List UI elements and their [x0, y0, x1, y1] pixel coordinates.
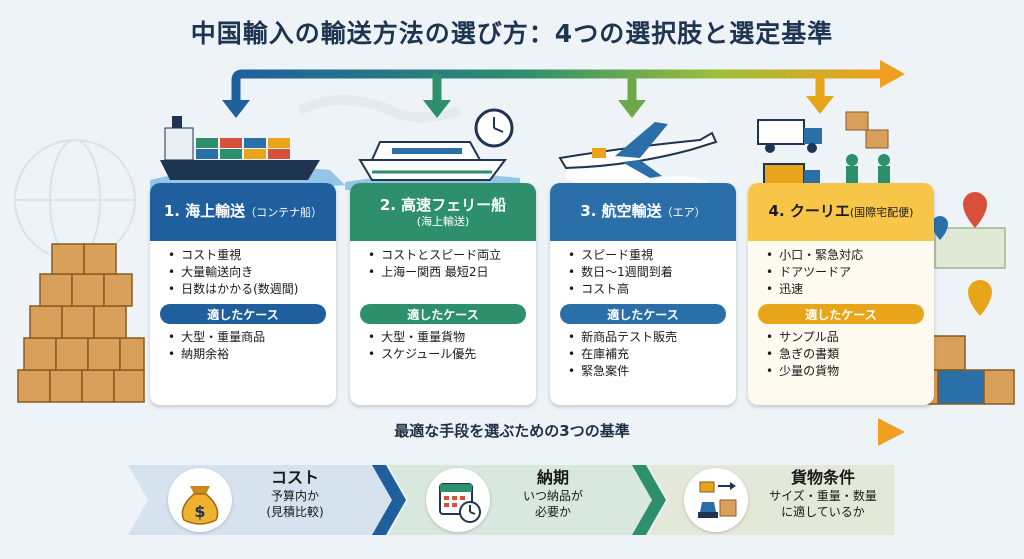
- list-item: 新商品テスト販売: [568, 329, 728, 346]
- criterion-line: 必要か: [534, 505, 571, 519]
- list-item: 在庫補充: [568, 346, 728, 363]
- list-item: 急ぎの書類: [766, 346, 926, 363]
- clock-icon: [474, 108, 514, 148]
- feature-list: 小口・緊急対応 ドアツードア 迅速: [748, 247, 934, 298]
- card-title: 3. 航空輸送（エア）: [580, 202, 706, 220]
- cardboard-boxes-left: [17, 243, 145, 403]
- list-item: 日数はかかる(数週間): [168, 281, 328, 298]
- scale-box-icon: [684, 468, 748, 532]
- list-item: 納期余裕: [168, 346, 328, 363]
- list-item: 大型・重量貨物: [368, 329, 528, 346]
- list-item: スピード重視: [568, 247, 728, 264]
- case-list: サンプル品 急ぎの書類 少量の貨物: [748, 329, 934, 380]
- criterion-line: いつ納品が: [522, 489, 583, 503]
- criterion-line: サイズ・重量・数量: [769, 489, 877, 503]
- feature-list: スピード重視 数日〜1週間到着 コスト高: [550, 247, 736, 298]
- list-item: 数日〜1週間到着: [568, 264, 728, 281]
- list-item: コストとスピード両立: [368, 247, 528, 264]
- list-item: ドアツードア: [766, 264, 926, 281]
- method-card-sea: 1. 海上輸送（コンテナ船） コスト重視 大量輸送向き 日数はかかる(数週間) …: [150, 183, 336, 405]
- card-title: 2. 高速フェリー船: [379, 195, 507, 214]
- method-card-ferry: 2. 高速フェリー船 (海上輸送) コストとスピード両立 上海ー関西 最短2日 …: [350, 183, 536, 405]
- suitable-cases-label: 適したケース: [360, 304, 526, 324]
- card-title: 1. 海上輸送（コンテナ船）: [163, 202, 323, 220]
- criterion-text: 貨物条件 サイズ・重量・数量 に適しているか: [756, 468, 890, 520]
- top-flow-arrow: [231, 69, 880, 92]
- criterion-text: 納期 いつ納品が 必要か: [498, 468, 608, 520]
- card-header: 1. 海上輸送（コンテナ船）: [150, 183, 336, 241]
- card-title: 4. クーリエ(国際宅配便): [768, 202, 914, 220]
- suitable-cases-label: 適したケース: [758, 304, 924, 324]
- case-list: 新商品テスト販売 在庫補充 緊急案件: [550, 329, 736, 380]
- feature-list: コスト重視 大量輸送向き 日数はかかる(数週間): [150, 247, 336, 298]
- suitable-cases-label: 適したケース: [160, 304, 326, 324]
- criterion-title: 貨物条件: [790, 468, 855, 487]
- method-card-courier: 4. クーリエ(国際宅配便) 小口・緊急対応 ドアツードア 迅速 適したケース …: [748, 183, 934, 405]
- calendar-clock-icon: [426, 468, 490, 532]
- card-header: 4. クーリエ(国際宅配便): [748, 183, 934, 241]
- list-item: スケジュール優先: [368, 346, 528, 363]
- criterion-text: コスト 予算内か (見積比較): [240, 468, 350, 520]
- card-header: 3. 航空輸送（エア）: [550, 183, 736, 241]
- case-list: 大型・重量貨物 スケジュール優先: [350, 329, 536, 363]
- list-item: サンプル品: [766, 329, 926, 346]
- container-ship-icon: [150, 116, 345, 192]
- money-bag-icon: $: [168, 468, 232, 532]
- svg-text:$: $: [194, 502, 205, 521]
- criteria-banner-label: 最適な手段を選ぶための3つの基準: [394, 422, 630, 440]
- method-card-air: 3. 航空輸送（エア） スピード重視 数日〜1週間到着 コスト高 適したケース …: [550, 183, 736, 405]
- list-item: 緊急案件: [568, 363, 728, 380]
- case-list: 大型・重量商品 納期余裕: [150, 329, 336, 363]
- card-subtitle: (海上輸送): [416, 214, 470, 228]
- list-item: コスト高: [568, 281, 728, 298]
- criterion-cargo-conditions: 貨物条件 サイズ・重量・数量 に適しているか: [676, 462, 894, 538]
- suitable-cases-label: 適したケース: [560, 304, 726, 324]
- page-title: 中国輸入の輸送方法の選び方：4つの選択肢と選定基準: [190, 19, 834, 48]
- list-item: 大量輸送向き: [168, 264, 328, 281]
- criterion-title: コスト: [270, 468, 319, 487]
- criterion-line: (見積比較): [266, 505, 324, 519]
- criterion-line: に適しているか: [781, 505, 865, 519]
- list-item: 迅速: [766, 281, 926, 298]
- list-item: 大型・重量商品: [168, 329, 328, 346]
- criterion-cost: $ コスト 予算内か (見積比較): [160, 462, 370, 538]
- criterion-title: 納期: [536, 468, 569, 487]
- criterion-line: 予算内か: [270, 489, 319, 503]
- list-item: 小口・緊急対応: [766, 247, 926, 264]
- airplane-icon: [558, 122, 718, 194]
- list-item: コスト重視: [168, 247, 328, 264]
- card-header: 2. 高速フェリー船 (海上輸送): [350, 183, 536, 241]
- map-pins-icon: [932, 192, 1006, 316]
- list-item: 少量の貨物: [766, 363, 926, 380]
- list-item: 上海ー関西 最短2日: [368, 264, 528, 281]
- feature-list: コストとスピード両立 上海ー関西 最短2日: [350, 247, 536, 281]
- criterion-delivery-date: 納期 いつ納品が 必要か: [418, 462, 628, 538]
